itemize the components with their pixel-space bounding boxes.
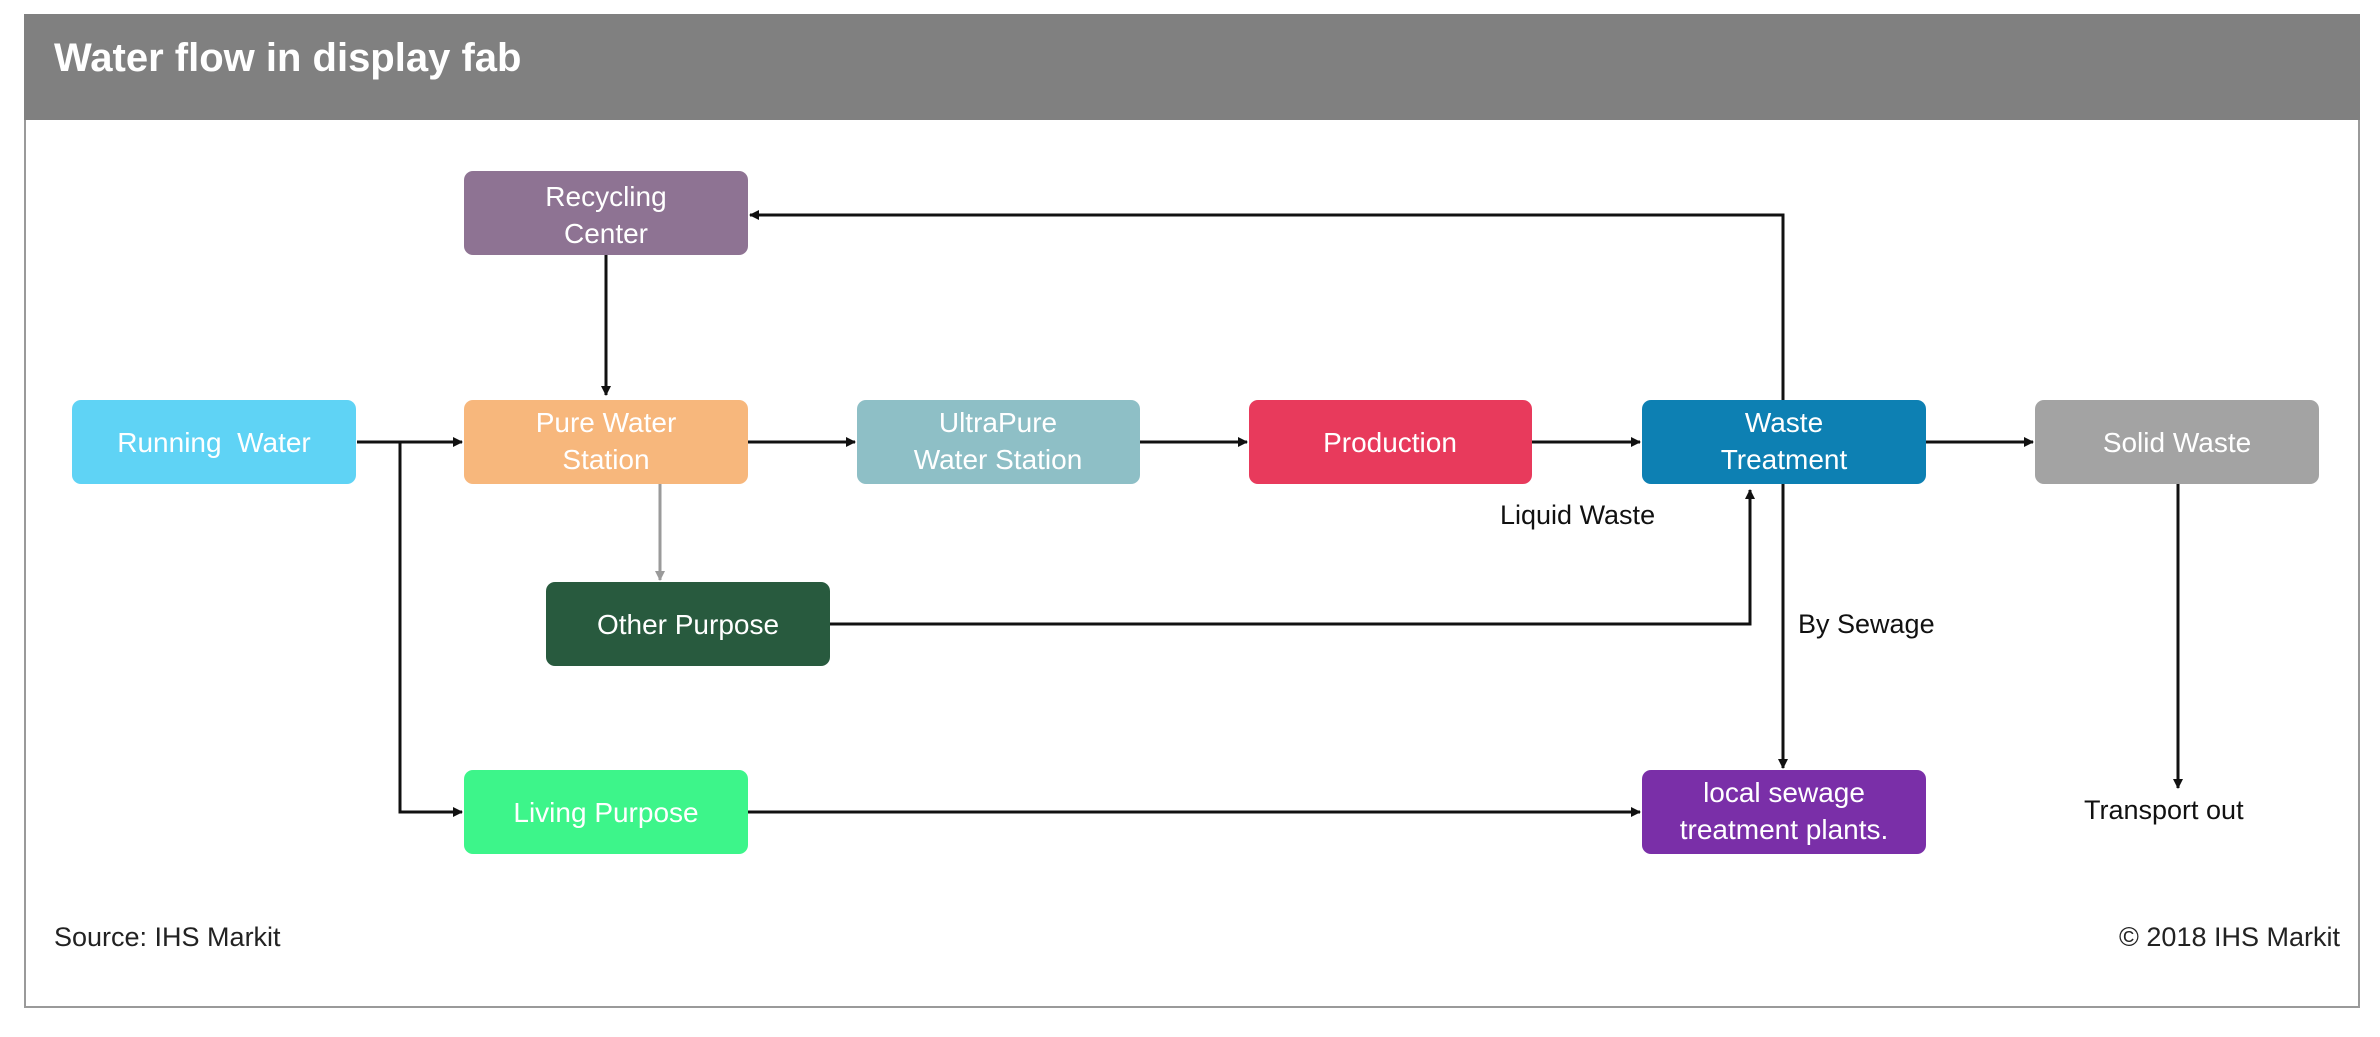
node-label: UltraPure [939,407,1057,438]
node-label: Treatment [1721,444,1848,475]
node-label: Other Purpose [597,609,779,640]
node-label: Running Water [117,427,311,458]
node-label: Center [564,218,648,249]
node-label: Living Purpose [513,797,698,828]
diagram-frame [24,14,2360,1008]
node-label: Recycling [545,181,666,212]
node-solid-waste: Solid Waste [2035,400,2319,484]
node-ultrapure-water-station: UltraPure Water Station [857,400,1140,484]
node-label: Production [1323,427,1457,458]
node-label: treatment plants. [1680,814,1889,845]
node-label: Solid Waste [2103,427,2251,458]
node-waste-treatment: Waste Treatment [1642,400,1926,484]
node-recycling-center: Recycling Center [464,171,748,255]
node-production: Production [1249,400,1532,484]
node-other-purpose: Other Purpose [546,582,830,666]
edge-label-liquid-waste: Liquid Waste [1500,500,1655,530]
node-local-sewage: local sewage treatment plants. [1642,770,1926,854]
node-label: Waste [1745,407,1823,438]
node-label: Station [562,444,649,475]
node-label: local sewage [1703,777,1865,808]
edge-label-transport-out: Transport out [2084,795,2244,825]
diagram-title: Water flow in display fab [54,36,522,80]
copyright-note: © 2018 IHS Markit [2119,922,2340,952]
edge-label-by-sewage: By Sewage [1798,609,1935,639]
arrow-waste-to-recycling [749,210,1785,400]
connectors [357,210,2183,817]
node-label: Water Station [914,444,1083,475]
node-living-purpose: Living Purpose [464,770,748,854]
title-bar: Water flow in display fab [24,14,2360,120]
arrow-running-to-living [398,442,463,817]
node-label: Pure Water [536,407,677,438]
source-note: Source: IHS Markit [54,922,281,952]
node-running-water: Running Water [72,400,356,484]
node-pure-water-station: Pure Water Station [464,400,748,484]
arrow-other-to-waste [830,489,1755,626]
